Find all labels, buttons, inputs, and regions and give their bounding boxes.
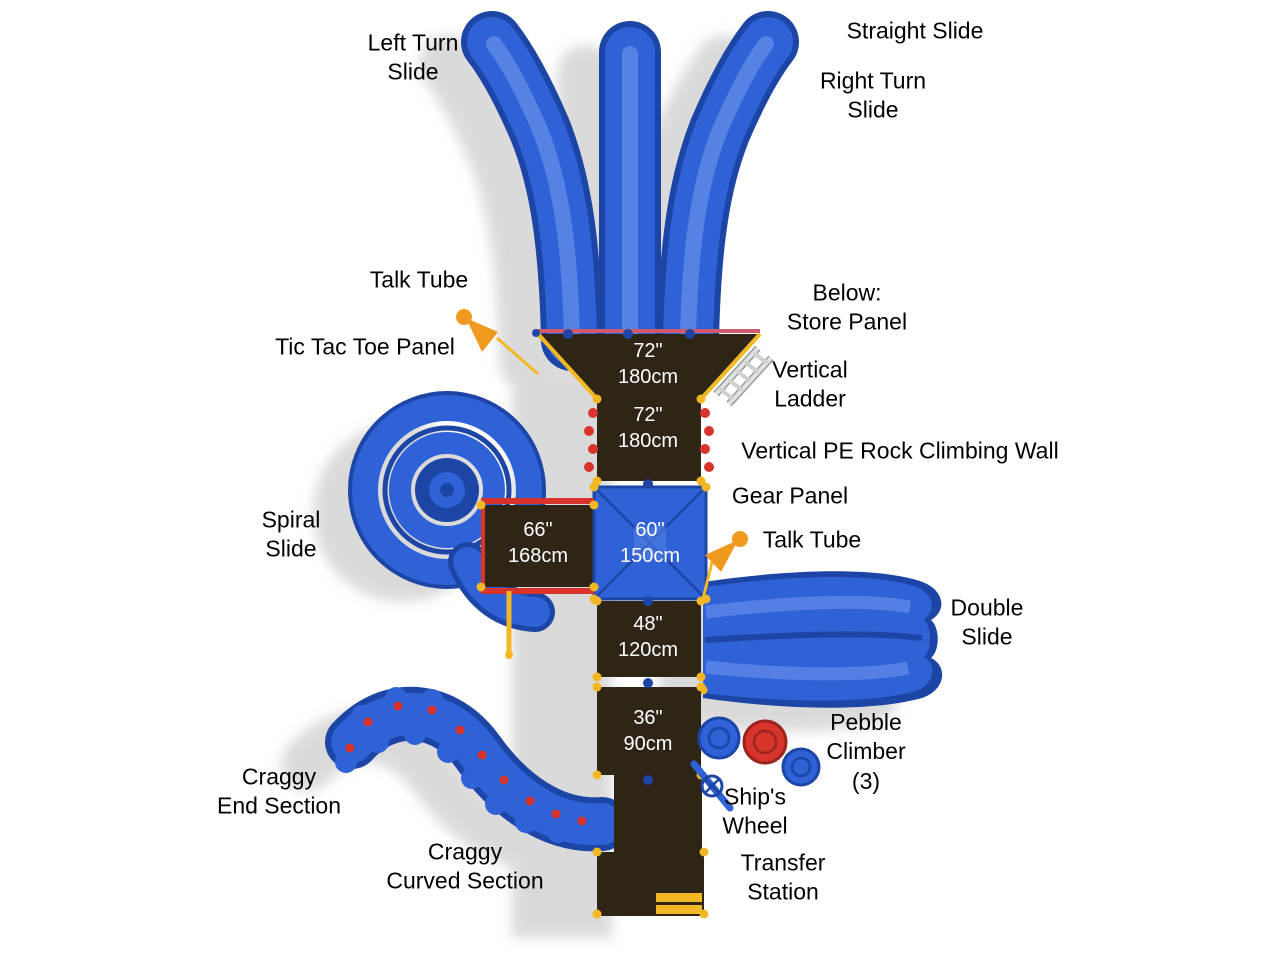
label-pebble-climber: Pebble Climber (3): [826, 708, 906, 794]
vertical-ladder-graphic: [713, 345, 774, 407]
label-transfer-station: Transfer Station: [740, 849, 826, 905]
deck-structure: [481, 329, 762, 916]
rock-climbing-wall-holds: [584, 408, 714, 472]
deck-height-48: 48" 120cm: [617, 613, 679, 661]
label-talk-tube-upper: Talk Tube: [369, 266, 469, 293]
corner-posts: [476, 329, 711, 919]
label-talk-tube-lower: Talk Tube: [762, 526, 862, 553]
talk-tube-lower-graphic: [701, 531, 748, 600]
label-gear-panel: Gear Panel: [731, 482, 849, 509]
label-left-turn-slide: Left Turn Slide: [367, 29, 459, 85]
deck-height-60: 60" 150cm: [619, 519, 681, 567]
deck-66-rails: [481, 498, 594, 659]
pebble-climbers-graphic: [697, 716, 821, 787]
spiral-slide-graphic: [348, 391, 555, 632]
deck-height-72-lower: 72" 180cm: [617, 404, 679, 452]
left-turn-slide-graphic: [461, 11, 603, 371]
label-straight-slide: Straight Slide: [846, 17, 984, 44]
label-vertical-ladder: Vertical Ladder: [772, 356, 848, 412]
label-tic-tac-toe-panel: Tic Tac Toe Panel: [275, 333, 455, 360]
deck-height-66: 66" 168cm: [507, 519, 569, 567]
ships-wheel-graphic: [690, 760, 734, 812]
label-rock-climbing-wall: Vertical PE Rock Climbing Wall: [741, 437, 1059, 464]
roof-graphic: [592, 485, 708, 601]
right-turn-slide-graphic: [657, 11, 799, 371]
craggy-climbing-holds: [345, 701, 587, 826]
label-craggy-curved-section: Craggy Curved Section: [386, 838, 544, 894]
label-right-turn-slide: Right Turn Slide: [819, 67, 927, 123]
label-double-slide: Double Slide: [950, 594, 1024, 650]
label-ships-wheel: Ship's Wheel: [722, 783, 788, 839]
label-craggy-end-section: Craggy End Section: [216, 763, 342, 819]
craggy-curved-section-graphic: [325, 686, 629, 852]
deck-height-36: 36" 90cm: [623, 707, 673, 755]
deck-height-72-top: 72" 180cm: [617, 340, 679, 388]
label-spiral-slide: Spiral Slide: [261, 506, 321, 562]
label-below-store-panel: Below: Store Panel: [786, 279, 908, 335]
double-slide-graphic: [698, 571, 943, 708]
talk-tube-upper-graphic: [456, 309, 539, 376]
